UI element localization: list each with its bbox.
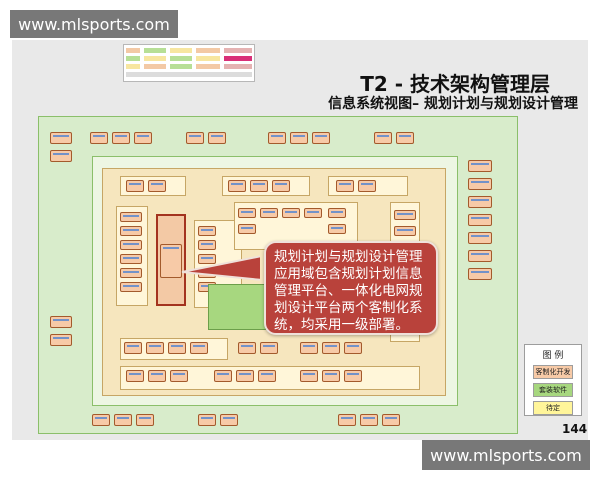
- system-box: [268, 132, 286, 144]
- system-box: [198, 254, 216, 264]
- system-box: [312, 132, 330, 144]
- system-box: [208, 132, 226, 144]
- system-box: [136, 414, 154, 426]
- system-box: [228, 180, 246, 192]
- system-box: [126, 180, 144, 192]
- watermark-bottom: www.mlsports.com: [422, 440, 590, 470]
- system-box: [322, 342, 340, 354]
- system-box: [214, 370, 232, 382]
- system-box: [134, 132, 152, 144]
- system-box: [148, 370, 166, 382]
- system-box: [258, 370, 276, 382]
- legend-item-tbd: 待定: [533, 401, 573, 415]
- slide-title: T2 - 技术架构管理层: [360, 72, 550, 96]
- system-box: [146, 342, 164, 354]
- thumbnail-map: [123, 44, 255, 82]
- system-box: [468, 196, 492, 208]
- system-box: [120, 268, 142, 278]
- system-box: [396, 132, 414, 144]
- system-box: [120, 212, 142, 222]
- system-box: [468, 250, 492, 262]
- system-box: [198, 414, 216, 426]
- system-box: [468, 178, 492, 190]
- system-box: [50, 150, 72, 162]
- system-box: [394, 210, 416, 220]
- system-box: [126, 370, 144, 382]
- slide-subtitle: 信息系统视图– 规划计划与规划设计管理: [328, 96, 578, 112]
- page-number: 144: [562, 422, 588, 436]
- system-box: [358, 180, 376, 192]
- system-box: [170, 370, 188, 382]
- annotation-callout: 规划计划与规划设计管理应用域包含规划计划信息管理平台、一体化电网规划设计平台两个…: [264, 241, 438, 335]
- system-box: [120, 240, 142, 250]
- system-box: [272, 180, 290, 192]
- legend-item-package: 套装软件: [533, 383, 573, 397]
- system-box: [238, 208, 256, 218]
- system-box: [114, 414, 132, 426]
- system-box: [50, 334, 72, 346]
- system-box: [120, 226, 142, 236]
- system-box: [120, 254, 142, 264]
- system-box: [198, 226, 216, 236]
- system-box: [322, 370, 340, 382]
- watermark-top: www.mlsports.com: [10, 10, 178, 38]
- package-software-block: [208, 284, 266, 330]
- system-box: [112, 132, 130, 144]
- system-box: [92, 414, 110, 426]
- system-box: [290, 132, 308, 144]
- system-box: [220, 414, 238, 426]
- system-box: [300, 370, 318, 382]
- system-box: [344, 370, 362, 382]
- system-box: [394, 226, 416, 236]
- system-box: [468, 214, 492, 226]
- planning-system-box: [160, 244, 182, 278]
- system-box: [328, 224, 346, 234]
- system-box: [468, 232, 492, 244]
- legend-item-custom-dev: 客制化开发: [533, 365, 573, 379]
- legend: 图 例 客制化开发 套装软件 待定: [524, 344, 582, 416]
- system-box: [168, 342, 186, 354]
- system-box: [468, 268, 492, 280]
- system-box: [374, 132, 392, 144]
- system-box: [344, 342, 362, 354]
- system-box: [50, 316, 72, 328]
- system-box: [338, 414, 356, 426]
- system-box: [260, 208, 278, 218]
- system-box: [148, 180, 166, 192]
- system-box: [360, 414, 378, 426]
- system-box: [336, 180, 354, 192]
- system-box: [238, 342, 256, 354]
- callout-pointer: [181, 255, 260, 281]
- system-box: [260, 342, 278, 354]
- system-box: [300, 342, 318, 354]
- system-box: [50, 132, 72, 144]
- system-box: [236, 370, 254, 382]
- system-box: [304, 208, 322, 218]
- system-box: [190, 342, 208, 354]
- system-box: [382, 414, 400, 426]
- system-box: [124, 342, 142, 354]
- system-box: [120, 282, 142, 292]
- system-box: [186, 132, 204, 144]
- system-box: [468, 160, 492, 172]
- legend-title: 图 例: [542, 351, 564, 361]
- system-box: [238, 224, 256, 234]
- system-box: [328, 208, 346, 218]
- system-box: [250, 180, 268, 192]
- system-box: [198, 240, 216, 250]
- system-box: [282, 208, 300, 218]
- system-box: [90, 132, 108, 144]
